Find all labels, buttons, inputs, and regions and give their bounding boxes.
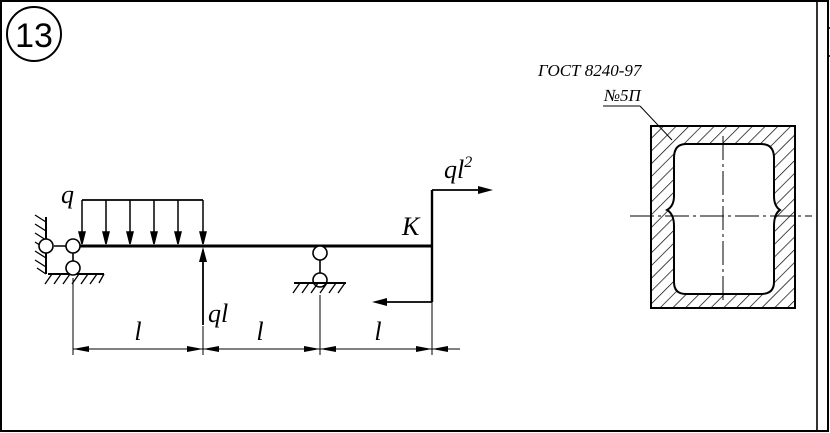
couple-moment: ql2 xyxy=(372,154,493,306)
section-profile: №5П xyxy=(603,86,643,105)
couple-label: ql2 xyxy=(444,154,472,184)
problem-number: 13 xyxy=(15,17,53,55)
hinge-beam xyxy=(65,238,81,254)
extension-lines xyxy=(72,278,433,355)
load-label: q xyxy=(61,180,74,209)
span-2-label: l xyxy=(256,317,263,346)
span-3-label: l xyxy=(374,317,381,346)
distributed-load: q xyxy=(61,180,207,245)
force-label: ql xyxy=(208,299,228,328)
point-k-label: K xyxy=(401,212,421,241)
roller-ground-hatching xyxy=(292,282,346,294)
dimensions: l l l xyxy=(72,278,460,355)
problem-number-badge: 13 xyxy=(6,6,62,62)
couple-bottom-arrowhead xyxy=(372,298,387,306)
load-arrows xyxy=(78,200,207,245)
roller-top-hinge xyxy=(312,245,328,261)
beam-diagram: q ql K xyxy=(34,154,493,355)
number-circle xyxy=(6,6,62,62)
force-arrowhead xyxy=(199,247,207,262)
left-support xyxy=(34,214,105,285)
cross-section: ГОСТ 8240-97 №5П xyxy=(537,61,812,309)
wall-hatching xyxy=(34,214,47,275)
middle-support xyxy=(292,245,346,294)
section-profile-shape xyxy=(650,125,796,309)
hinge-wall xyxy=(38,238,54,254)
span-1-label: l xyxy=(134,317,141,346)
hinge-floor xyxy=(65,260,81,276)
section-standard: ГОСТ 8240-97 xyxy=(537,61,643,80)
upward-force: ql xyxy=(199,247,228,328)
dimension-arrowheads xyxy=(73,346,448,352)
couple-top-arrowhead xyxy=(478,186,493,194)
